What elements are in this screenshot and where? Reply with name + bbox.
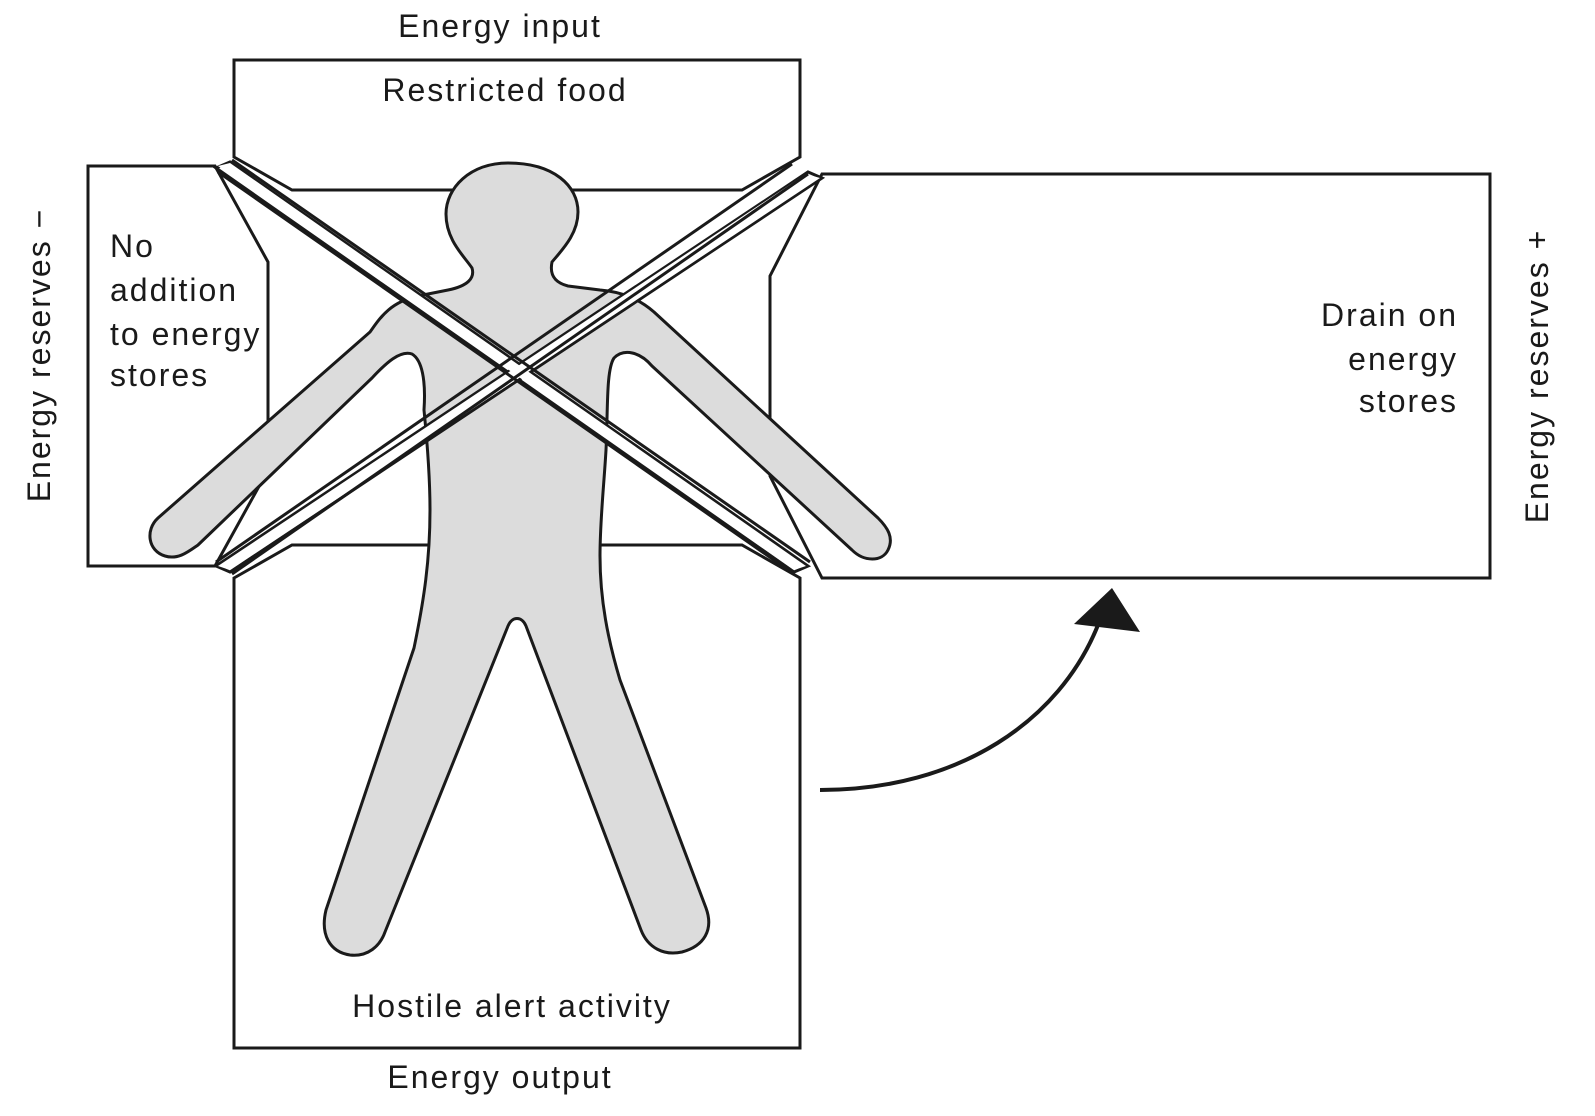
energy-reserves-plus-label: Energy reserves + [1519, 229, 1555, 524]
left-box-line-2: addition [110, 272, 238, 308]
restricted-food-text: Restricted food [382, 72, 627, 108]
right-box-line-2: energy [1348, 341, 1458, 377]
left-box-line-3: to energy [110, 316, 261, 352]
energy-reserves-minus-label: Energy reserves − [21, 208, 57, 503]
right-box-line-3: stores [1359, 383, 1458, 419]
energy-input-label: Energy input [398, 8, 602, 44]
curved-arrow-icon [820, 588, 1140, 790]
bottom-box [234, 545, 800, 1048]
right-box-line-1: Drain on [1321, 297, 1458, 333]
left-box-line-4: stores [110, 357, 209, 393]
left-box-line-1: No [110, 228, 155, 264]
hostile-alert-activity-text: Hostile alert activity [352, 988, 672, 1024]
energy-output-label: Energy output [387, 1059, 612, 1095]
